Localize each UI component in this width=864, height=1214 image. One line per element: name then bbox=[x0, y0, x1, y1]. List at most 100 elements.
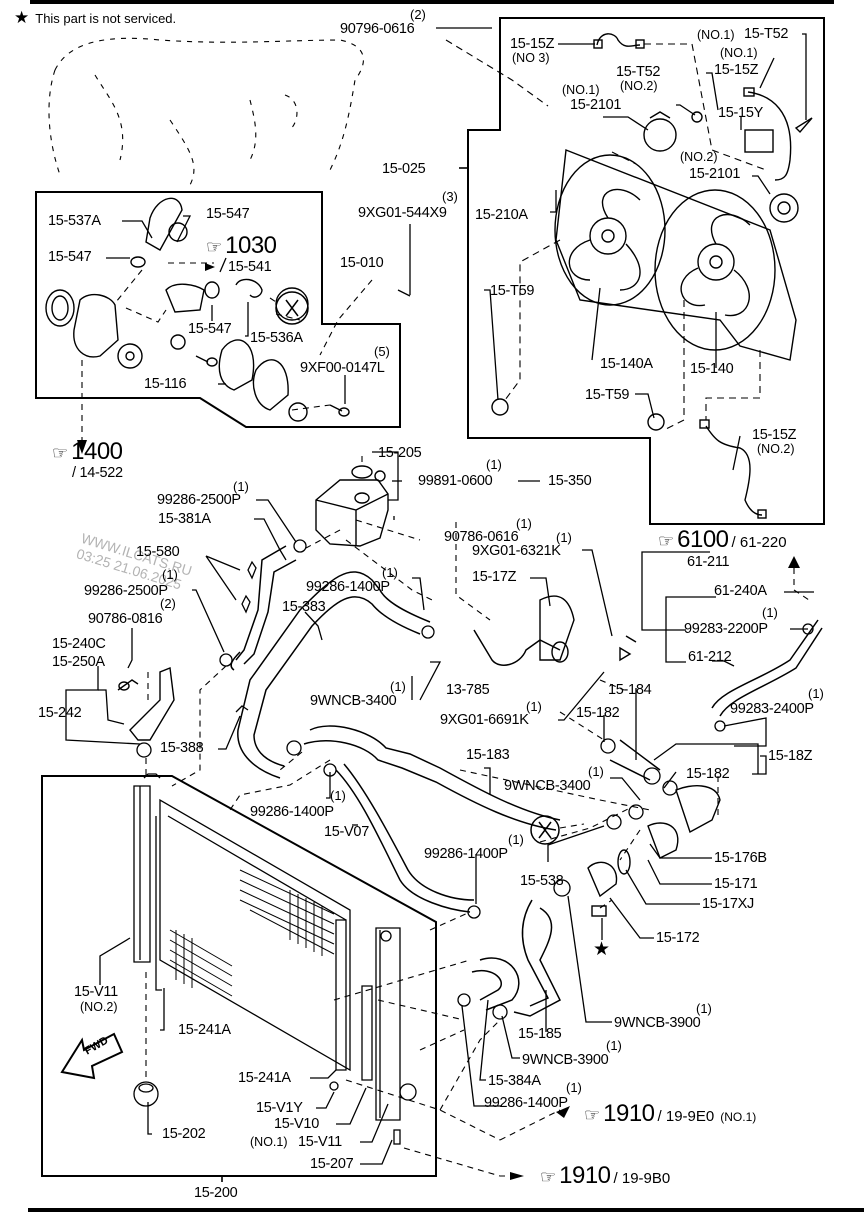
part-9xg01-544x9[interactable]: 9XG01-544X9 bbox=[358, 205, 447, 221]
part-99286-1400p-a[interactable]: 99286-1400P bbox=[306, 579, 390, 595]
part-15-383[interactable]: 15-383 bbox=[282, 599, 326, 615]
part-15-384a[interactable]: 15-384A bbox=[488, 1073, 541, 1089]
part-15-547-a[interactable]: 15-547 bbox=[206, 206, 250, 222]
part-15-140[interactable]: 15-140 bbox=[690, 361, 734, 377]
part-15-182-a[interactable]: 15-182 bbox=[576, 705, 620, 721]
part-99286-1400p-c[interactable]: 99286-1400P bbox=[424, 846, 508, 862]
part-15-18z[interactable]: 15-18Z bbox=[768, 748, 813, 764]
part-15-547-b[interactable]: 15-547 bbox=[48, 249, 92, 265]
ref-page: 1400 bbox=[71, 438, 123, 465]
part-15-15z-no1[interactable]: 15-15Z bbox=[714, 62, 759, 78]
part-15-210a[interactable]: 15-210A bbox=[475, 207, 528, 223]
part-15-17xj[interactable]: 15-17XJ bbox=[702, 896, 754, 912]
ref-6100[interactable]: ☞ 6100 / 61-220 bbox=[658, 526, 787, 554]
part-15-15z-no2[interactable]: 15-15Z bbox=[752, 427, 797, 443]
part-99283-2200p[interactable]: 99283-2200P bbox=[684, 621, 768, 637]
part-15-15y[interactable]: 15-15Y bbox=[718, 105, 763, 121]
part-15-025[interactable]: 15-025 bbox=[382, 161, 426, 177]
part-61-240a[interactable]: 61-240A bbox=[714, 583, 767, 599]
water-pump-box bbox=[35, 191, 401, 428]
part-9wncb-3900-b[interactable]: 9WNCB-3900 bbox=[522, 1052, 609, 1068]
part-15-200[interactable]: 15-200 bbox=[194, 1185, 238, 1201]
part-15-116[interactable]: 15-116 bbox=[144, 376, 187, 392]
part-15-184[interactable]: 15-184 bbox=[608, 682, 652, 698]
part-15-t59-left[interactable]: 15-T59 bbox=[490, 283, 535, 299]
part-15-v11-no1[interactable]: 15-V11 bbox=[298, 1134, 342, 1150]
part-15-v11-no1-prefix: (NO.1) bbox=[250, 1135, 288, 1149]
part-90786-0616[interactable]: 90786-0616 bbox=[444, 529, 519, 545]
part-15-182-b[interactable]: 15-182 bbox=[686, 766, 730, 782]
part-15-541[interactable]: 15-541 bbox=[228, 259, 272, 275]
legend-note: ★ This part is not serviced. bbox=[14, 8, 176, 28]
part-15-183[interactable]: 15-183 bbox=[466, 747, 510, 763]
part-61-211[interactable]: 61-211 bbox=[687, 554, 730, 570]
part-13-785[interactable]: 13-785 bbox=[446, 682, 490, 698]
part-15-207[interactable]: 15-207 bbox=[310, 1156, 354, 1172]
callout-qty: (1) bbox=[588, 764, 604, 779]
part-90796-0616[interactable]: 90796-0616 bbox=[340, 21, 415, 37]
part-15-176b[interactable]: 15-176B bbox=[714, 850, 767, 866]
ref-1030[interactable]: ☞ 1030 bbox=[206, 232, 277, 260]
ref-sub: / 19-9B0 bbox=[613, 1170, 671, 1187]
part-15-v07[interactable]: 15-V07 bbox=[324, 824, 369, 840]
hand-pointer-icon: ☞ bbox=[52, 443, 69, 463]
hand-pointer-icon: ☞ bbox=[540, 1167, 557, 1187]
part-15-172[interactable]: 15-172 bbox=[656, 930, 700, 946]
ref-1910-no1[interactable]: ☞ 1910 / 19-9E0 (NO.1) bbox=[584, 1100, 756, 1128]
ref-sub: / 19-9E0 bbox=[657, 1108, 715, 1125]
part-99286-1400p-d[interactable]: 99286-1400P bbox=[484, 1095, 568, 1111]
part-15-205[interactable]: 15-205 bbox=[378, 445, 422, 461]
part-15-t52-no2[interactable]: 15-T52 bbox=[616, 64, 661, 80]
part-15-388[interactable]: 15-388 bbox=[160, 740, 204, 756]
part-15-241a-b[interactable]: 15-241A bbox=[238, 1070, 291, 1086]
part-15-t59-right[interactable]: 15-T59 bbox=[585, 387, 630, 403]
part-9xg01-6321k[interactable]: 9XG01-6321K bbox=[472, 543, 561, 559]
part-99286-2500p-b[interactable]: 99286-2500P bbox=[84, 583, 168, 599]
part-15-381a[interactable]: 15-381A bbox=[158, 511, 211, 527]
part-15-242[interactable]: 15-242 bbox=[38, 705, 82, 721]
ref-1910-b[interactable]: ☞ 1910 / 19-9B0 bbox=[540, 1162, 670, 1190]
part-99286-2500p-a[interactable]: 99286-2500P bbox=[157, 492, 241, 508]
reservoir-tank bbox=[315, 465, 389, 547]
part-15-350[interactable]: 15-350 bbox=[548, 473, 592, 489]
part-15-538[interactable]: 15-538 bbox=[520, 873, 564, 889]
part-15-v1y[interactable]: 15-V1Y bbox=[256, 1100, 303, 1116]
part-15-2101-no1[interactable]: 15-2101 bbox=[570, 97, 622, 113]
part-9wncb-3400-a[interactable]: 9WNCB-3400 bbox=[310, 693, 397, 709]
radiator-bracket bbox=[117, 667, 175, 741]
part-15-17z[interactable]: 15-17Z bbox=[472, 569, 517, 585]
ref-arrow-1400 bbox=[77, 440, 87, 454]
hose-clamps bbox=[136, 539, 814, 1020]
part-15-t52-no1[interactable]: 15-T52 bbox=[744, 26, 789, 42]
part-15-171[interactable]: 15-171 bbox=[714, 876, 758, 892]
part-9xf00-0147l[interactable]: 9XF00-0147L bbox=[300, 360, 385, 376]
part-15-v10[interactable]: 15-V10 bbox=[274, 1116, 319, 1132]
part-15-536a[interactable]: 15-536A bbox=[250, 330, 303, 346]
callout-qty: (1) bbox=[486, 457, 502, 472]
part-15-240c[interactable]: 15-240C bbox=[52, 636, 106, 652]
part-99283-2400p[interactable]: 99283-2400P bbox=[730, 701, 814, 717]
ref-1400[interactable]: ☞ 1400 bbox=[52, 438, 123, 466]
ref-page: 1910 bbox=[603, 1100, 655, 1127]
part-15-v11-no2[interactable]: 15-V11 bbox=[74, 984, 118, 1000]
part-9xg01-6691k[interactable]: 9XG01-6691K bbox=[440, 712, 529, 728]
part-90786-0816[interactable]: 90786-0816 bbox=[88, 611, 163, 627]
part-15-537a[interactable]: 15-537A bbox=[48, 213, 101, 229]
part-15-250a[interactable]: 15-250A bbox=[52, 654, 105, 670]
part-99286-1400p-b[interactable]: 99286-1400P bbox=[250, 804, 334, 820]
part-15-580[interactable]: 15-580 bbox=[136, 544, 180, 560]
part-99891-0600[interactable]: 99891-0600 bbox=[418, 473, 493, 489]
part-61-212[interactable]: 61-212 bbox=[688, 649, 732, 665]
part-15-547-c[interactable]: 15-547 bbox=[188, 321, 232, 337]
part-15-202[interactable]: 15-202 bbox=[162, 1126, 206, 1142]
part-15-2101-no2[interactable]: 15-2101 bbox=[689, 166, 741, 182]
part-9wncb-3400-b[interactable]: 9WNCB-3400 bbox=[504, 778, 591, 794]
part-15-15z-no3[interactable]: 15-15Z bbox=[510, 36, 555, 52]
callout-qty: (1) bbox=[762, 605, 778, 620]
part-15-241a-a[interactable]: 15-241A bbox=[178, 1022, 231, 1038]
part-9wncb-3900-a[interactable]: 9WNCB-3900 bbox=[614, 1015, 701, 1031]
part-15-140a[interactable]: 15-140A bbox=[600, 356, 653, 372]
part-15-010[interactable]: 15-010 bbox=[340, 255, 384, 271]
part-15-185[interactable]: 15-185 bbox=[518, 1026, 562, 1042]
